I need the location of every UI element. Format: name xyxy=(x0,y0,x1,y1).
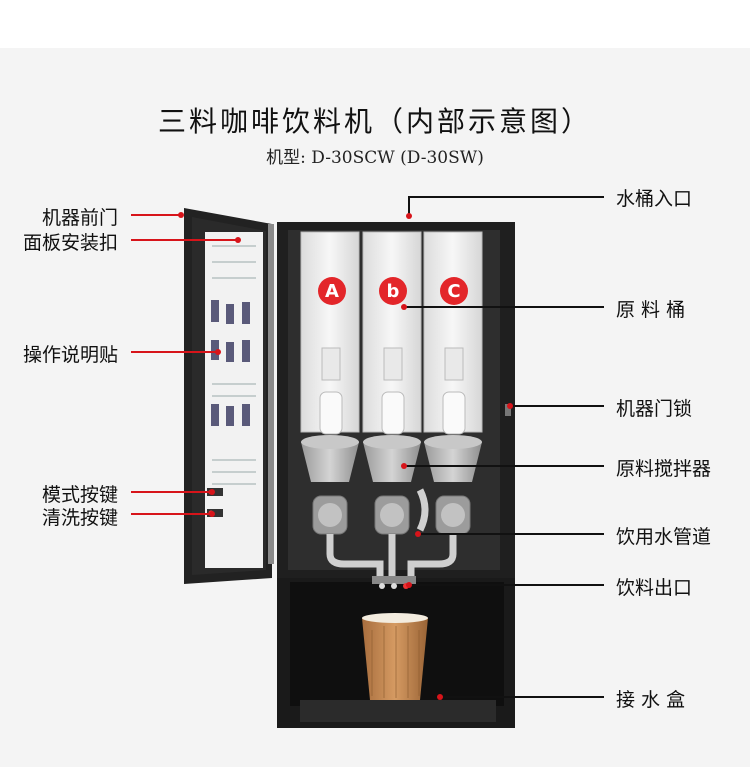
label-drip-tray: 接 水 盒 xyxy=(616,689,686,711)
canisters xyxy=(300,231,483,435)
svg-text:b: b xyxy=(387,281,400,302)
front-door xyxy=(184,208,272,584)
label-ingredient-bucket: 原 料 桶 xyxy=(616,299,686,321)
svg-text:C: C xyxy=(447,281,460,302)
door-hinge xyxy=(268,224,274,564)
drip-tray xyxy=(300,700,496,722)
label-water-pipe: 饮用水管道 xyxy=(616,526,712,548)
label-clean-key: 清洗按键 xyxy=(41,507,118,529)
label-water-inlet: 水桶入口 xyxy=(616,188,693,210)
coffee-cup xyxy=(362,613,428,700)
model-subtitle: 机型: D-30SCW (D-30SW) xyxy=(266,148,484,168)
label-instruction-sticker: 操作说明贴 xyxy=(22,344,118,366)
label-drink-outlet: 饮料出口 xyxy=(616,577,693,599)
label-door-lock: 机器门锁 xyxy=(616,398,693,420)
door-lock xyxy=(505,404,511,416)
diagram-title: 三料咖啡饮料机（内部示意图） xyxy=(157,105,592,138)
svg-text:A: A xyxy=(325,281,339,302)
label-panel-buckle: 面板安装扣 xyxy=(22,232,118,254)
leader-lines-right xyxy=(404,196,604,698)
canister-badge-a: A xyxy=(318,277,346,305)
canister-badge-c: C xyxy=(440,277,468,305)
leader-lines-left xyxy=(131,214,238,515)
label-mixer: 原料搅拌器 xyxy=(616,458,712,480)
instruction-sticker xyxy=(205,232,263,568)
mixers xyxy=(301,435,482,535)
clean-button xyxy=(207,509,223,517)
canister-badge-b: b xyxy=(379,277,407,305)
label-front-door: 机器前门 xyxy=(41,207,118,229)
water-pipes xyxy=(326,488,457,580)
label-mode-key: 模式按键 xyxy=(41,484,118,506)
